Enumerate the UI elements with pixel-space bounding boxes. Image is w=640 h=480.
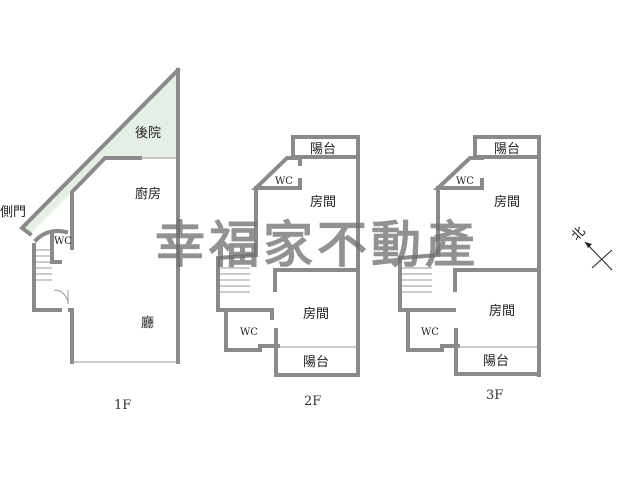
stairs-2f xyxy=(220,267,250,293)
stairs-1f xyxy=(36,249,52,281)
floor-label-1f: 1F xyxy=(114,398,131,413)
room-label-balcony-bottom: 陽台 xyxy=(483,354,509,369)
room-label-room-2: 房間 xyxy=(489,303,515,319)
room-label-side-door: 側門 xyxy=(0,205,26,220)
floor-label-2f: 2F xyxy=(304,394,321,409)
room-label-wc-top: WC xyxy=(275,176,293,187)
room-label-wc-bottom: WC xyxy=(240,327,258,338)
compass: 北 xyxy=(569,224,613,271)
room-label-balcony-bottom: 陽台 xyxy=(303,355,329,370)
north-arrow-icon xyxy=(585,242,592,248)
room-label-wc-bottom: WC xyxy=(421,327,439,338)
room-label-wc-top: WC xyxy=(456,176,474,187)
room-label-wc: WC xyxy=(54,236,72,247)
floor-plan-2f: 陽台 WC 房間 房間 WC 陽台 2F xyxy=(216,135,360,409)
room-label-room-1: 房間 xyxy=(494,194,520,210)
room-label-balcony-top: 陽台 xyxy=(494,142,520,157)
floor-label-3f: 3F xyxy=(486,388,503,403)
room-label-kitchen: 廚房 xyxy=(135,186,161,202)
floor-plan-3f: 陽台 WC 房間 房間 WC 陽台 3F xyxy=(398,135,541,403)
stairs-3f xyxy=(402,267,432,293)
floor-plan-1f: 後院 廚房 側門 WC 廳 1F xyxy=(0,67,181,413)
room-label-living: 廳 xyxy=(141,315,154,331)
compass-north-label: 北 xyxy=(569,224,589,244)
room-label-room-1: 房間 xyxy=(310,194,336,210)
room-label-balcony-top: 陽台 xyxy=(310,142,336,157)
room-label-room-2: 房間 xyxy=(303,306,329,322)
room-label-backyard: 後院 xyxy=(135,126,161,141)
watermark: 幸福家不動產 xyxy=(155,216,479,274)
